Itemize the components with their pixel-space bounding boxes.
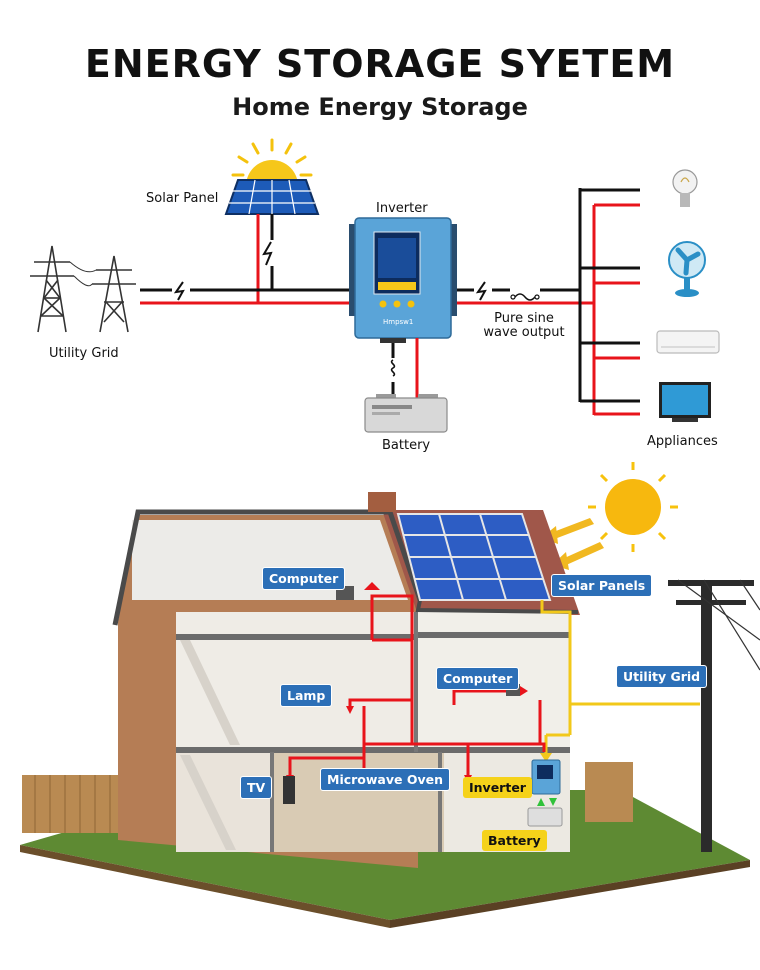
label-solar-panels: Solar Panels bbox=[551, 574, 653, 597]
inverter-label: Inverter bbox=[376, 201, 428, 216]
fuse-icon bbox=[386, 358, 400, 382]
tv-icon bbox=[659, 382, 711, 422]
label-lamp: Lamp bbox=[280, 684, 333, 707]
label-utility-grid: Utility Grid bbox=[616, 665, 708, 688]
label-computer-attic: Computer bbox=[262, 567, 346, 590]
output-label-line2: wave output bbox=[483, 325, 565, 340]
output-label: Pure sine wave output bbox=[478, 312, 570, 340]
inverter-brand: Hmpsw1 bbox=[383, 318, 414, 326]
bulb-icon bbox=[672, 169, 698, 207]
battery-icon bbox=[527, 807, 563, 827]
utility-pole-icon bbox=[668, 579, 760, 852]
transmission-tower-icon bbox=[30, 245, 136, 333]
appliances-label: Appliances bbox=[647, 434, 718, 449]
lightning-icon bbox=[262, 240, 276, 266]
label-battery: Battery bbox=[482, 830, 547, 851]
solar-panel-label: Solar Panel bbox=[146, 191, 219, 206]
lightning-icon bbox=[474, 280, 492, 301]
sun-icon bbox=[588, 462, 678, 552]
solar-panel-icon bbox=[396, 513, 552, 601]
fan-icon bbox=[668, 241, 706, 297]
solar-panel-icon bbox=[224, 179, 320, 215]
output-label-line1: Pure sine bbox=[494, 311, 554, 326]
label-computer-bedroom: Computer bbox=[436, 667, 520, 690]
page-subtitle: Home Energy Storage bbox=[232, 93, 528, 121]
utility-grid-label: Utility Grid bbox=[49, 346, 119, 361]
label-inverter: Inverter bbox=[463, 777, 532, 798]
inverter-icon bbox=[349, 217, 457, 343]
label-microwave: Microwave Oven bbox=[320, 768, 450, 791]
page-title: ENERGY STORAGE SYETEM bbox=[84, 42, 676, 86]
inverter-icon bbox=[531, 759, 561, 795]
tv-icon bbox=[283, 776, 295, 804]
arrow-icon bbox=[537, 798, 557, 806]
lightning-icon bbox=[172, 280, 190, 301]
fuse-icon bbox=[510, 282, 540, 301]
label-tv: TV bbox=[240, 776, 273, 799]
battery-icon bbox=[364, 394, 448, 433]
air-conditioner-icon bbox=[656, 330, 720, 354]
battery-label: Battery bbox=[382, 438, 431, 453]
